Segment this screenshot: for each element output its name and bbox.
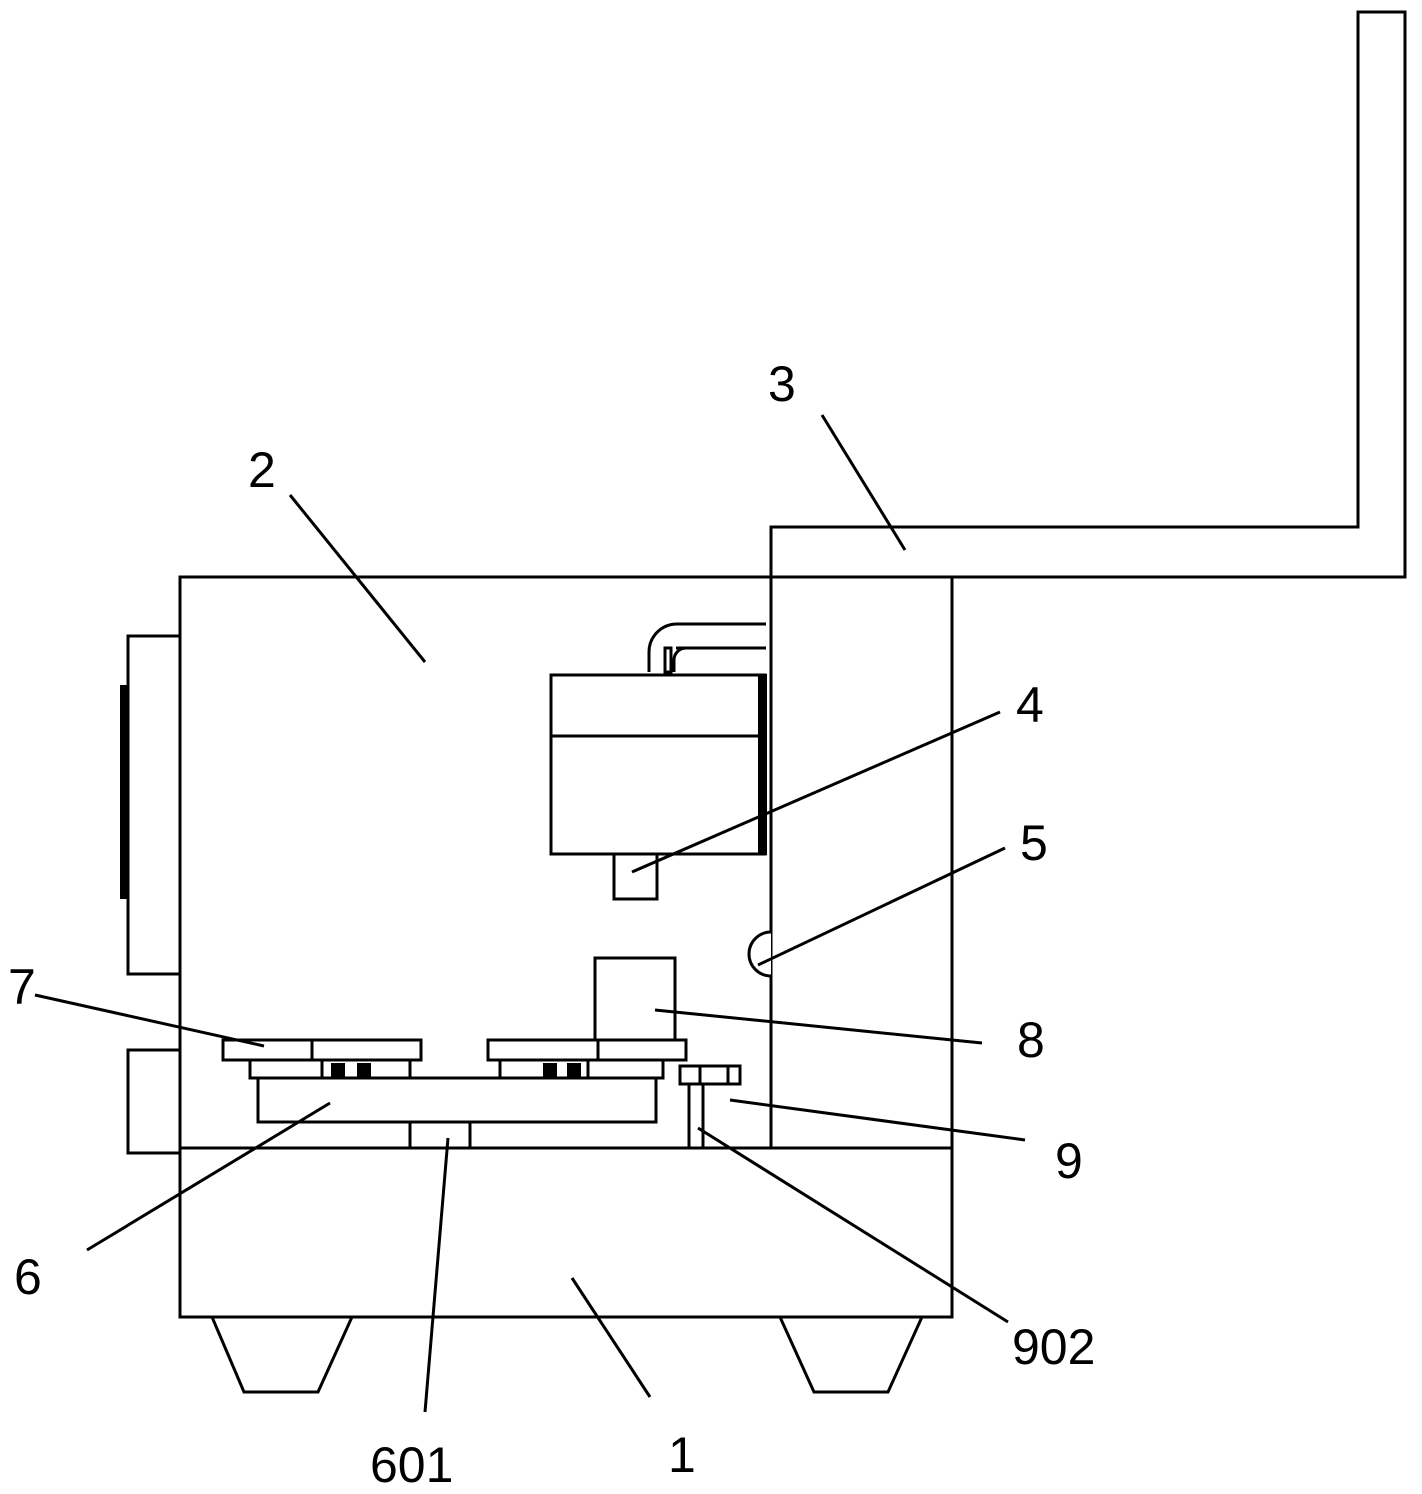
block-component [593, 956, 677, 1042]
callout-5: 5 [1020, 815, 1048, 871]
left-door-handle-lower [126, 1048, 182, 1155]
leader-8 [654, 1008, 983, 1045]
callout-902: 902 [1012, 1319, 1095, 1375]
drive-shaft [408, 1120, 472, 1150]
callout-9: 9 [1055, 1133, 1083, 1189]
leader-601 [423, 1137, 450, 1413]
callout-7: 7 [8, 959, 36, 1015]
leader-9 [729, 1098, 1026, 1142]
leader-1 [570, 1277, 652, 1398]
leader-3 [820, 414, 907, 551]
leader-6 [86, 1101, 331, 1252]
leader-2 [288, 494, 427, 663]
limit-assembly [678, 1064, 742, 1150]
spray-nozzle [612, 852, 659, 901]
left-tray [221, 1038, 423, 1080]
callout-3: 3 [768, 356, 796, 412]
turntable-plate [256, 1076, 658, 1124]
limit-rod [687, 1082, 705, 1150]
callout-2: 2 [248, 442, 276, 498]
callout-1: 1 [668, 1427, 696, 1483]
callout-8: 8 [1017, 1012, 1045, 1068]
connector-tube [647, 622, 766, 674]
callout-6: 6 [14, 1249, 42, 1305]
spray-unit [549, 673, 767, 901]
callout-601: 601 [370, 1437, 453, 1493]
base-foot-left [209, 1315, 355, 1394]
base-block [178, 1146, 954, 1319]
base-foot-right [777, 1315, 925, 1394]
leader-5 [757, 846, 1006, 967]
sensor [747, 930, 772, 978]
left-door-handle-upper [120, 634, 182, 976]
callout-4: 4 [1016, 677, 1044, 733]
leader-4 [631, 710, 1001, 874]
l-shaped-pipe [769, 10, 1407, 579]
leader-902 [697, 1126, 1009, 1324]
leader-7 [34, 993, 265, 1048]
right-tray [486, 1038, 688, 1080]
